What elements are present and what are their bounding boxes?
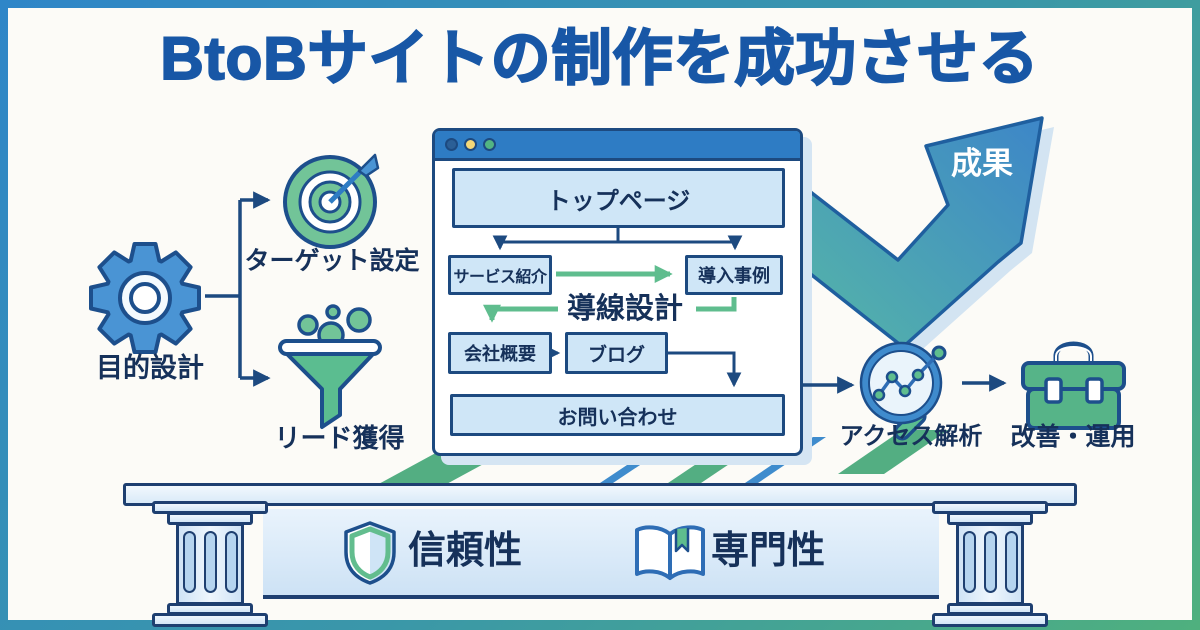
improve-label: 改善・運用 <box>1010 423 1136 451</box>
sitemap-node-blog: ブログ <box>565 332 668 374</box>
sitemap-node-company: 会社概要 <box>448 332 552 374</box>
expertise-label: 専門性 <box>710 530 825 572</box>
page-title: BtoBサイトの制作を成功させる <box>159 25 1040 93</box>
toolbox-icon <box>1021 341 1126 430</box>
sitemap-node-contact: お問い合わせ <box>450 394 785 436</box>
sitemap-node-cases: 導入事例 <box>685 255 783 295</box>
target-label: ターゲット設定 <box>244 247 420 275</box>
lead-label: リード獲得 <box>274 423 405 453</box>
sitemap-node-top: トップページ <box>452 168 785 228</box>
browser-dot-blue <box>445 138 458 151</box>
sitemap-node-service: サービス紹介 <box>448 255 552 295</box>
shield-icon <box>344 521 396 585</box>
flow-design-label: 導線設計 <box>566 293 683 325</box>
target-icon <box>283 153 380 249</box>
funnel-icon <box>278 304 382 429</box>
browser-titlebar <box>435 131 800 161</box>
gear-icon <box>89 242 201 354</box>
browser-dot-yellow <box>464 138 477 151</box>
trust-label: 信頼性 <box>407 530 522 572</box>
purpose-label: 目的設計 <box>96 353 204 383</box>
analysis-label: アクセス解析 <box>839 423 983 450</box>
book-icon <box>635 525 705 580</box>
browser-dot-green <box>483 138 496 151</box>
result-label: 成果 <box>951 146 1013 181</box>
